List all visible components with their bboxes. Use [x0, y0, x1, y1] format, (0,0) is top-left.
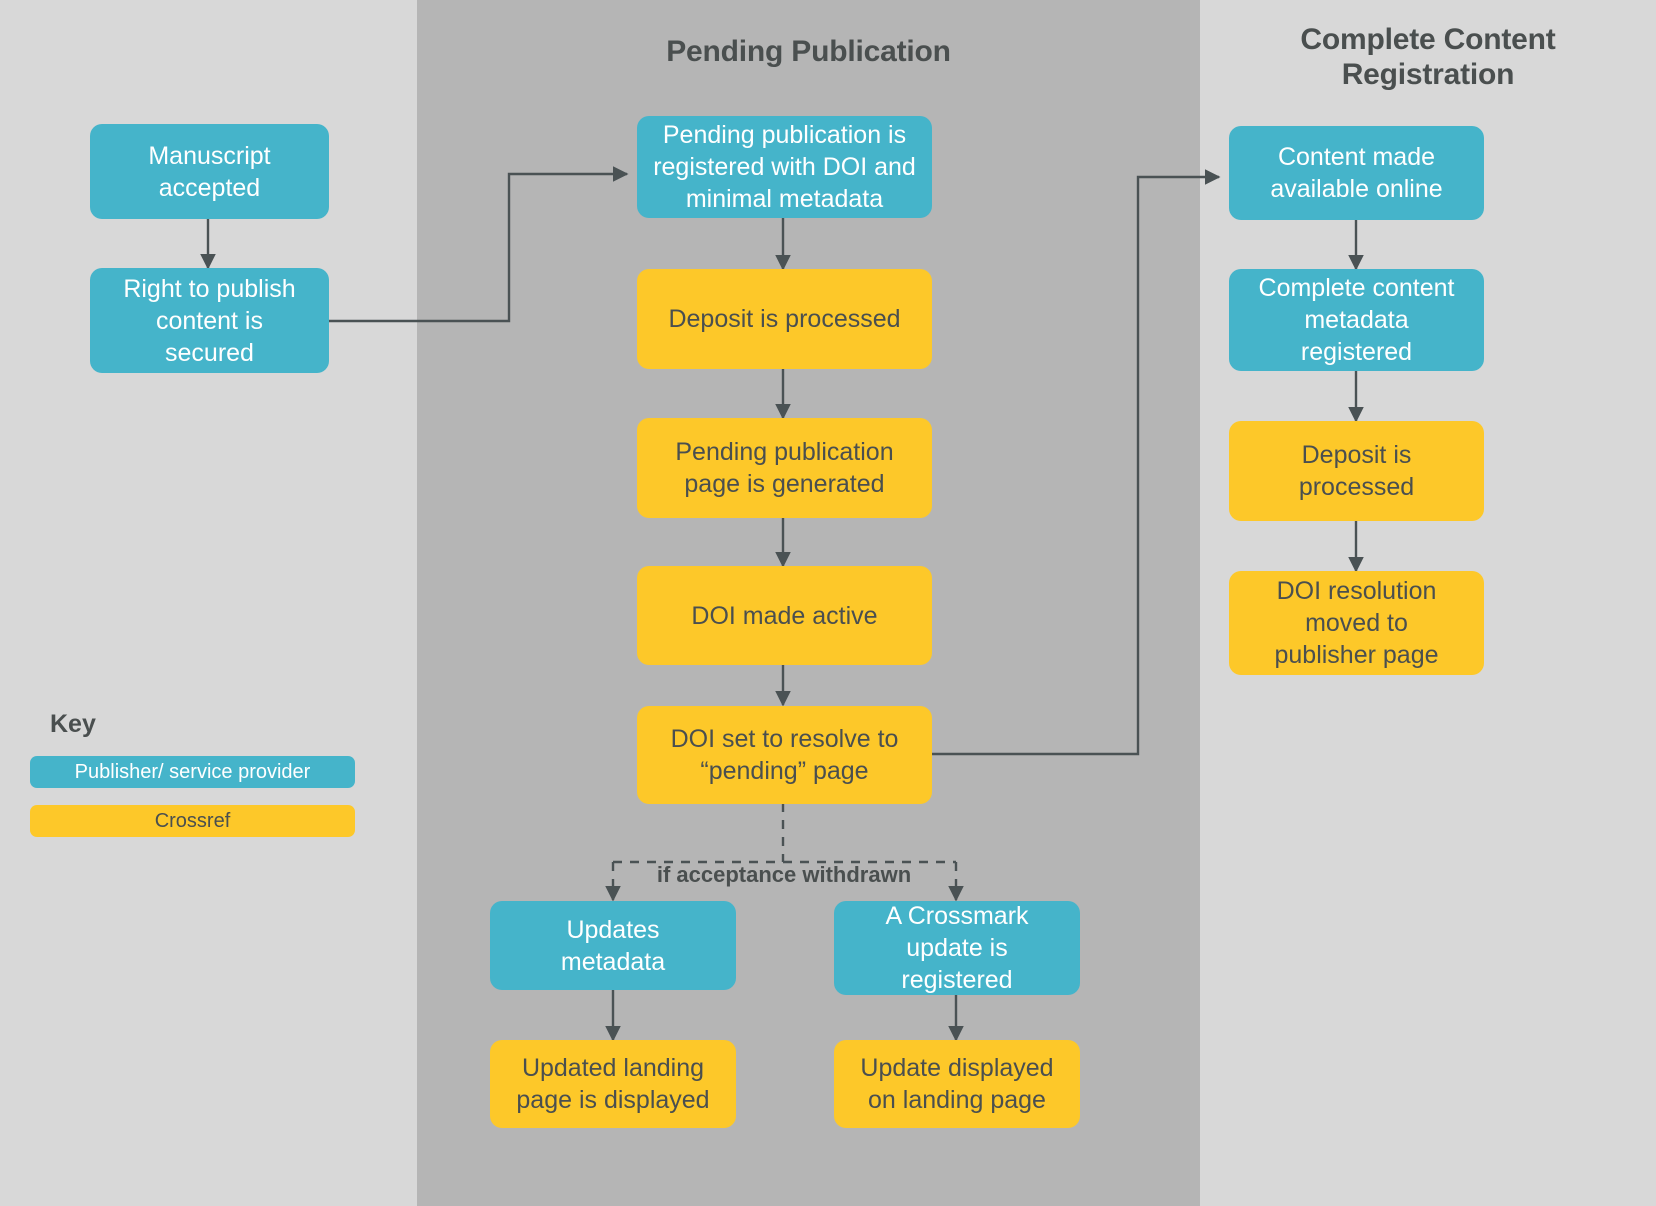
node-update-displayed-on-landing-page[interactable]: Update displayed on landing page: [834, 1040, 1080, 1128]
key-item-publisher-service-provider: Publisher/ service provider: [30, 756, 355, 788]
node-doi-made-active[interactable]: DOI made active: [637, 566, 932, 665]
key-item-crossref: Crossref: [30, 805, 355, 837]
node-manuscript-accepted[interactable]: Manuscript accepted: [90, 124, 329, 219]
column-title-complete-content-registration: Complete Content Registration: [1300, 23, 1556, 92]
node-complete-content-metadata-registered[interactable]: Complete content metadata registered: [1229, 269, 1484, 371]
node-deposit-is-processed-pending[interactable]: Deposit is processed: [637, 269, 932, 369]
node-pending-publication-page-generated[interactable]: Pending publication page is generated: [637, 418, 932, 518]
node-pending-publication-registered[interactable]: Pending publication is registered with D…: [637, 116, 932, 218]
node-right-to-publish-secured[interactable]: Right to publish content is secured: [90, 268, 329, 373]
branch-condition-label: if acceptance withdrawn: [656, 862, 912, 887]
node-deposit-is-processed-complete[interactable]: Deposit is processed: [1229, 421, 1484, 521]
node-updated-landing-page-displayed[interactable]: Updated landing page is displayed: [490, 1040, 736, 1128]
column-title-pending-publication: Pending Publication: [666, 35, 951, 68]
node-doi-set-to-resolve-pending-page[interactable]: DOI set to resolve to “pending” page: [637, 706, 932, 804]
node-crossmark-update-registered[interactable]: A Crossmark update is registered: [834, 901, 1080, 995]
node-updates-metadata[interactable]: Updates metadata: [490, 901, 736, 990]
node-content-made-available-online[interactable]: Content made available online: [1229, 126, 1484, 220]
key-heading: Key: [50, 710, 96, 738]
node-doi-resolution-moved-to-publisher-page[interactable]: DOI resolution moved to publisher page: [1229, 571, 1484, 675]
key-legend: Key Publisher/ service provider Crossref: [30, 710, 360, 837]
